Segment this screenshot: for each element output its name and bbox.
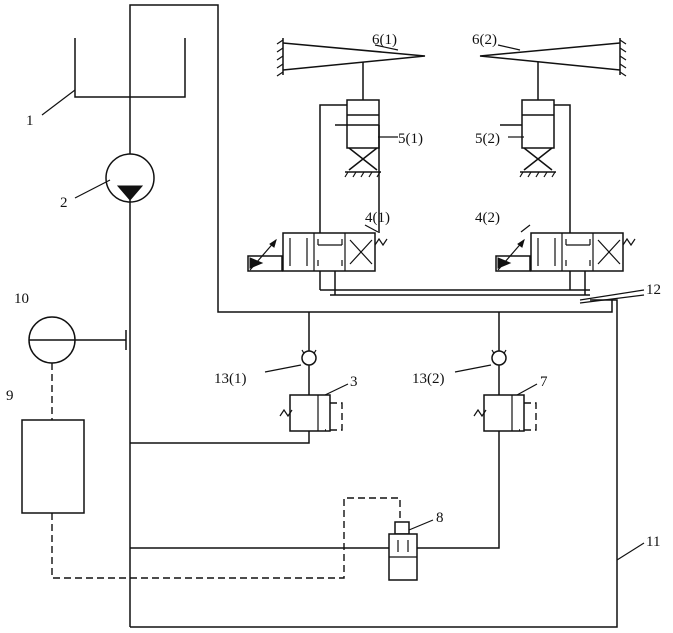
label-beam-6-1: 6(1)	[372, 32, 397, 48]
label-accumulator: 10	[14, 291, 29, 307]
pump	[106, 97, 154, 202]
check-valve-13-2	[492, 312, 506, 371]
label-line-11: 11	[646, 534, 660, 550]
label-pump: 2	[60, 195, 68, 211]
label-cylinder-5-2: 5(2)	[475, 131, 500, 147]
label-beam-6-2: 6(2)	[472, 32, 497, 48]
label-tank: 1	[26, 113, 34, 129]
header-line-12	[320, 290, 590, 295]
label-valve-8: 8	[436, 510, 444, 526]
valve-3	[280, 395, 342, 431]
label-valve-4-2: 4(2)	[475, 210, 500, 226]
label-controller: 9	[6, 388, 14, 404]
label-valve-3: 3	[350, 374, 358, 390]
valve-7	[474, 395, 536, 431]
label-cylinder-5-1: 5(1)	[398, 131, 423, 147]
valve-4-2	[496, 233, 635, 271]
beam-6-1	[277, 38, 425, 100]
label-valve-4-1: 4(1)	[365, 210, 390, 226]
valve-8	[389, 522, 417, 580]
cylinder-5-2	[520, 100, 556, 177]
check-valve-13-1	[302, 312, 316, 371]
label-check-13-2: 13(2)	[412, 371, 445, 387]
valve-4-1-lines	[320, 271, 335, 295]
valve-8-lines	[130, 432, 499, 548]
valve-4-1	[248, 233, 387, 271]
label-valve-7: 7	[540, 374, 548, 390]
controller-signal-line	[52, 498, 400, 578]
return-line-11	[130, 300, 617, 627]
accumulator	[29, 317, 126, 363]
cylinder-5-1	[345, 100, 381, 177]
controller-box	[22, 420, 84, 513]
valve-4-2-lines	[570, 271, 585, 295]
label-line-12: 12	[646, 282, 661, 298]
label-check-13-1: 13(1)	[214, 371, 247, 387]
beam-6-2	[480, 38, 626, 100]
